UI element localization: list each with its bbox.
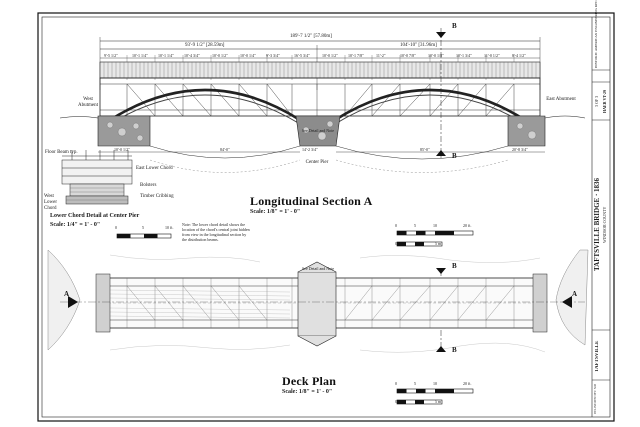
bay-dim-8: 16'-5 3/4" [294, 53, 310, 58]
title-deck-plan: Deck Plan [282, 374, 337, 388]
title-block-location: WINDSOR COUNTY [602, 206, 607, 243]
scale-longitudinal-section: Scale: 1/8" = 1' - 0" [250, 209, 301, 215]
tick-5: 5 [142, 225, 144, 230]
bay-dim-13: 10'-0 1/8" [428, 53, 444, 58]
label-west-lower-chord: West Lower Chord [44, 194, 58, 211]
detail-note: Note: The lower chord detail shows the l… [182, 222, 250, 242]
label-timber-cribbing: Timber Cribbing [140, 194, 174, 199]
dim-east-span: 104'-10" [31.96m] [400, 43, 437, 48]
section-b-marker-1: B [452, 22, 457, 30]
dim-east-pier-span: 85'-0" [420, 147, 430, 152]
bay-dim-6: 10'-0 1/4" [240, 53, 256, 58]
title-block-agency: HISTORIC AMERICAN ENGINEERING RECORD [594, 0, 598, 68]
bay-dim-5: 10'-0 1/2" [212, 53, 228, 58]
tick-0: 0 [115, 225, 117, 230]
section-b-marker-2: B [452, 152, 457, 160]
section-a-marker-1: A [64, 290, 70, 298]
label-see-detail-plan: See Detail and Note [301, 266, 335, 271]
tick-m-5: 5 m [435, 399, 442, 404]
tick-5: 5 [414, 381, 416, 386]
tick-m-0: 0 [395, 241, 397, 246]
bay-dim-16: 8'-4 1/2" [512, 53, 526, 58]
bay-dim-7: 9'-3 3/4" [266, 53, 280, 58]
scale-lower-chord-detail: Scale: 1/4" = 1' - 0" [50, 222, 101, 228]
scale-bar-plan [396, 388, 474, 405]
tick-10: 10 [433, 223, 437, 228]
label-east-abutment: East Abutment [546, 97, 576, 102]
tick-20: 20 ft. [463, 223, 472, 228]
title-block-credits: DELINEATED BY: NATIONAL PARK SERVICE · U… [594, 384, 608, 414]
bay-dim-3: 10'-1 1/4" [158, 53, 174, 58]
bay-dim-10: 10'-1 7/8" [348, 53, 364, 58]
bay-dim-1: 9'-5 1/2" [104, 53, 118, 58]
label-floor-beam: Floor Beam typ. [45, 150, 78, 155]
bay-dim-9: 10'-0 1/2" [322, 53, 338, 58]
title-longitudinal-section: Longitudinal Section A [250, 194, 373, 208]
dim-west-span: 93'-9 1/2" [28.59m] [185, 43, 225, 48]
scale-bar-section [396, 230, 474, 247]
bay-dim-14: 10'-1 3/4" [456, 53, 472, 58]
dim-overall: 189'-7 1/2" [57.80m] [290, 34, 332, 39]
bay-dim-4: 10'-4 3/4" [184, 53, 200, 58]
tick-5: 5 [414, 223, 416, 228]
tick-0: 0 [395, 223, 397, 228]
bay-dim-15: 11'-0 1/2" [484, 53, 500, 58]
dim-pier: 14'-2 3/4" [302, 147, 318, 152]
label-see-detail: See Detail and Note [301, 128, 335, 133]
dim-west-pier-span: 84'-0" [220, 147, 230, 152]
tick-m-5: 5 m [435, 241, 442, 246]
bay-dim-12: 10'-0 7/8" [400, 53, 416, 58]
section-b-marker-3: B [452, 262, 457, 270]
dim-west-abut: 10'-0 1/2" [114, 147, 130, 152]
tick-10: 10 [433, 381, 437, 386]
dim-east-abut: 20'-8 3/4" [512, 147, 528, 152]
section-b-marker-4: B [452, 346, 457, 354]
bay-dim-11: 11'-2" [376, 53, 386, 58]
bay-dim-2: 10'-1 1/4" [132, 53, 148, 58]
section-a-marker-2: A [572, 290, 578, 298]
bay-dimensions: 9'-5 1/2" 10'-1 1/4" 10'-1 1/4" 10'-4 3/… [100, 53, 540, 59]
scale-bar-detail [116, 233, 172, 239]
label-east-lower-chord: East Lower Chord [136, 166, 173, 171]
tick-20: 20 ft. [463, 381, 472, 386]
label-bolsters: Bolsters [140, 183, 157, 188]
title-block-survey-no: HAER VT-29 [602, 89, 607, 113]
scale-deck-plan: Scale: 1/8" = 1' - 0" [282, 389, 333, 395]
label-west-abutment: West Abutment [78, 97, 98, 108]
title-block-sheet: 3 OF 3 [594, 95, 599, 107]
label-center-pier: Center Pier [305, 160, 329, 165]
title-lower-chord-detail: Lower Chord Detail at Center Pier [50, 213, 140, 219]
tick-0: 0 [395, 381, 397, 386]
tick-m-0: 0 [395, 399, 397, 404]
tick-10: 10 ft. [165, 225, 174, 230]
title-block-town: TAFTSVILLE [595, 340, 600, 372]
